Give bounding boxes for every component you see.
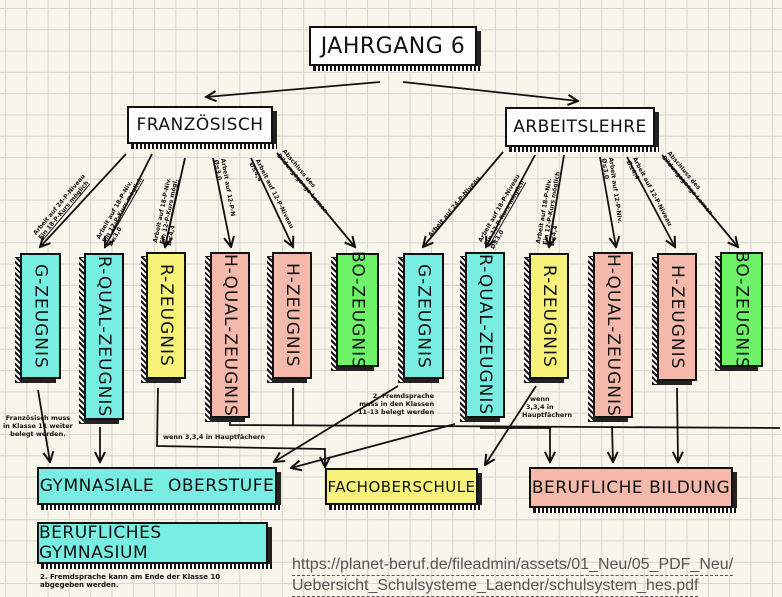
cert-f-hqual-zeugnis: H-QUAL-ZEUGNIS — [205, 252, 250, 421]
arrow-a-bo — [661, 154, 738, 247]
arrow-join-to-beruf — [480, 427, 550, 462]
note-fremdsprache-abgeben: 2. Fremdsprache kann am Ende der Klasse … — [40, 573, 220, 589]
cert-a-g-zeugnis: G-ZEUGNIS — [398, 253, 444, 382]
cert-a-bo-zeugnis: BO-ZEUGNIS — [715, 250, 763, 370]
cert-label: R-ZEUGNIS — [156, 264, 176, 367]
arrow-f-bo — [276, 152, 355, 247]
source-url-line-1[interactable]: https://planet-beruf.de/fileadmin/assets… — [292, 555, 734, 576]
node-jahrgang-6: JAHRGANG 6 — [309, 26, 481, 71]
outcome-label: GYMNASIALE OBERSTUFE — [39, 476, 275, 496]
note-line: abgegeben werden. — [40, 581, 119, 589]
note-fremdsprache-11-13: 2. Fremdsprache muss in den Klassen 11-1… — [358, 392, 434, 416]
note-hauptfaecher-left: wenn 3,3,4 in Hauptfächern — [163, 433, 265, 441]
arrow-ah-to-beruf — [677, 387, 678, 462]
source-url[interactable]: https://planet-beruf.de/fileadmin/assets… — [292, 555, 734, 597]
outcome-label: FACHOBERSCHULE — [327, 477, 476, 496]
note-line: in Klasse 11 weiter — [3, 422, 73, 430]
outcome-berufliches-gymnasium: BERUFLICHES GYMNASIUM — [37, 522, 272, 569]
arrow-a-g — [423, 151, 504, 247]
note-line: 2. Fremdsprache kann am Ende der Klasse … — [40, 573, 221, 581]
cert-a-h-zeugnis: H-ZEUGNIS — [652, 253, 697, 384]
cert-a-r-zeugnis: R-ZEUGNIS — [524, 253, 569, 382]
arrow-a-hqual — [599, 156, 616, 247]
arrow-fg-to-gym — [37, 389, 50, 462]
node-franzoesisch: FRANZÖSISCH — [127, 106, 277, 149]
cert-label: R-ZEUGNIS — [539, 264, 559, 368]
outcome-fachoberschule: FACHOBERSCHULE — [325, 468, 482, 510]
arrow-f-r — [165, 157, 186, 247]
arrow-f-hqual — [212, 157, 231, 247]
cert-label: H-ZEUGNIS — [282, 263, 302, 368]
node-arbeitslehre: ARBEITSLEHRE — [505, 107, 659, 152]
node-arbeitslehre-label: ARBEITSLEHRE — [513, 117, 647, 137]
note-line: wenn — [530, 395, 550, 403]
cert-label: G-ZEUGNIS — [30, 263, 51, 369]
arrow-root-to-franzoesisch — [206, 81, 381, 97]
note-line: 11-13 belegt werden — [358, 408, 435, 416]
outcome-gymnasiale-oberstufe: GYMNASIALE OBERSTUFE — [37, 467, 281, 510]
outcome-label: BERUFLICHE BILDUNG — [531, 477, 731, 498]
cert-f-g-zeugnis: G-ZEUGNIS — [15, 253, 61, 382]
source-url-line-2[interactable]: Uebersicht_Schulsysteme_Laender/schulsys… — [292, 576, 699, 597]
cert-label: H-QUAL-ZEUGNIS — [220, 253, 240, 417]
cert-label: H-QUAL-ZEUGNIS — [603, 253, 623, 417]
note-franzoesisch-klasse-11: Französisch muss in Klasse 11 weiter bel… — [3, 414, 73, 438]
outcome-label: BERUFLICHES GYMNASIUM — [39, 523, 162, 563]
cert-f-h-zeugnis: H-ZEUGNIS — [267, 252, 312, 382]
arrow-a-h — [626, 156, 675, 247]
note-line: Französisch muss — [5, 414, 71, 422]
note-line: Hauptfächern — [522, 411, 573, 419]
cert-f-r-zeugnis: R-ZEUGNIS — [141, 252, 186, 382]
cert-f-rqual-zeugnis: R-QUAL-ZEUGNIS — [79, 253, 124, 423]
cert-label: H-ZEUGNIS — [667, 264, 687, 370]
node-franzoesisch-label: FRANZÖSISCH — [136, 115, 264, 135]
note-line: belegt werden. — [10, 430, 66, 438]
cert-label: R-QUAL-ZEUGNIS — [94, 255, 114, 418]
note-hauptfaecher-right: wenn 3,3,4 in Hauptfächern — [522, 395, 572, 419]
node-jahrgang-6-label: JAHRGANG 6 — [320, 33, 466, 59]
cert-a-rqual-zeugnis: R-QUAL-ZEUGNIS — [460, 252, 505, 421]
note-line: muss in den Klassen — [359, 400, 435, 408]
note-line: 2. Fremdsprache — [372, 392, 435, 400]
cert-label: G-ZEUGNIS — [413, 263, 434, 369]
note-line: 3,3,4 in — [526, 403, 554, 411]
arrow-ag-to-gym — [274, 385, 399, 462]
outcome-berufliche-bildung: BERUFLICHE BILDUNG — [529, 467, 737, 513]
line-fhqual-fh-join — [229, 421, 781, 429]
arrow-root-to-arbeitslehre — [402, 81, 578, 101]
note-line: wenn 3,3,4 in Hauptfächern — [163, 433, 265, 441]
cert-label: BO-ZEUGNIS — [731, 250, 752, 369]
arrow-f-g — [40, 153, 127, 247]
cert-label: R-QUAL-ZEUGNIS — [475, 254, 495, 416]
arrow-ar-to-fos — [485, 385, 537, 465]
arrow-f-h — [250, 157, 293, 247]
arrow-arqual-to-gym — [291, 423, 456, 468]
cert-label: BO-ZEUGNIS — [347, 251, 368, 369]
arrow-ahqual-to-beruf — [612, 425, 613, 462]
arrow-a-rqual — [486, 154, 536, 247]
arrow-a-r — [549, 154, 565, 247]
cert-f-bo-zeugnis: BO-ZEUGNIS — [331, 251, 379, 370]
cert-a-hqual-zeugnis: H-QUAL-ZEUGNIS — [588, 252, 633, 421]
arrow-f-rqual — [105, 153, 153, 247]
